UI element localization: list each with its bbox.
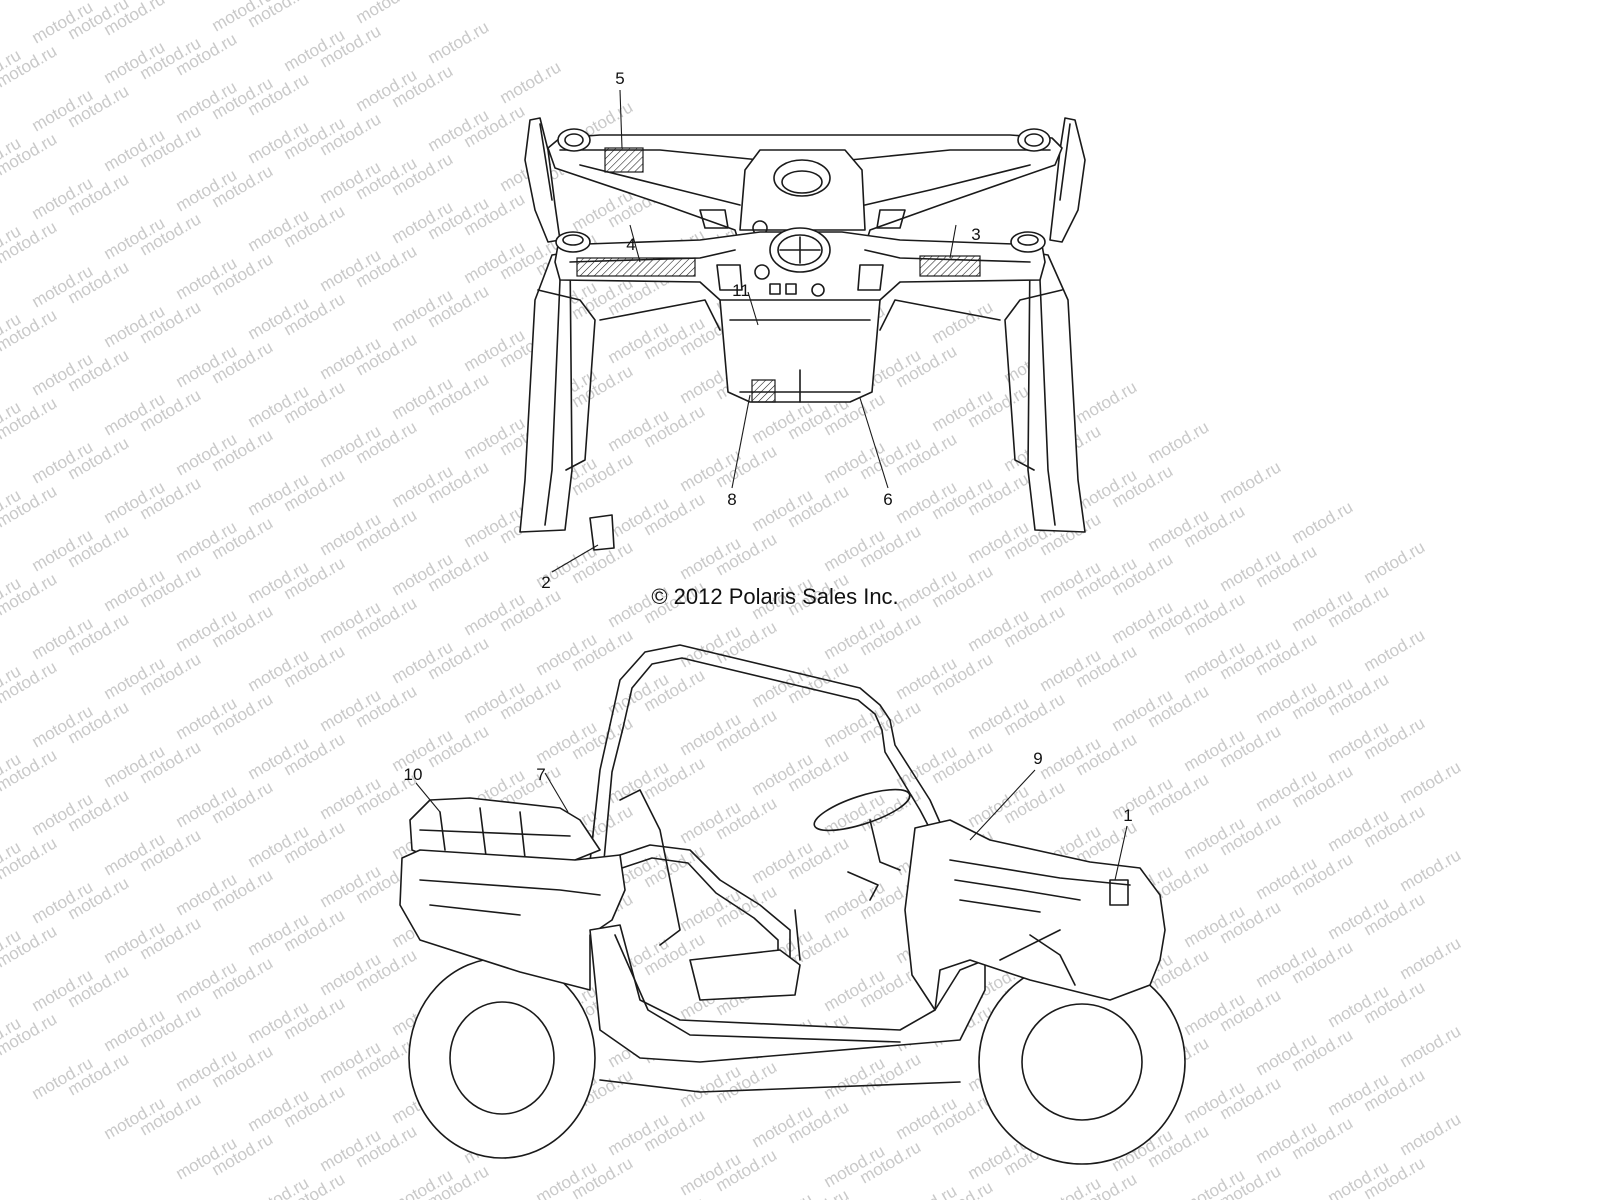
watermark-text: motod.ru	[1217, 457, 1285, 507]
watermark-text: motod.ru	[425, 17, 493, 67]
watermark-text: motod.ru	[1073, 377, 1141, 427]
callout-11: 11	[732, 281, 750, 300]
callout-7: 7	[536, 765, 545, 784]
leader-lines	[415, 89, 1128, 881]
callout-4: 4	[626, 235, 635, 254]
callout-1: 1	[1123, 806, 1132, 825]
watermark-text: motod.ru	[1397, 757, 1465, 807]
watermark-text: motod.ru	[0, 0, 60, 3]
watermark-text: motod.ru	[749, 1189, 817, 1200]
callout-6: 6	[883, 490, 892, 509]
watermark-text: motod.ru	[1397, 845, 1465, 895]
watermark-text: motod.ru	[1397, 933, 1465, 983]
watermark-text: motod.ru	[1361, 625, 1429, 675]
dash-front-view	[519, 227, 1086, 551]
callout-3: 3	[971, 225, 980, 244]
vehicle-side-view	[399, 644, 1186, 1165]
watermark-text: motod.ru	[1289, 497, 1357, 547]
watermark-text: motod.ru	[497, 57, 565, 107]
callout-2: 2	[541, 573, 550, 592]
watermark-text: motod.ru	[1397, 1109, 1465, 1159]
watermark-text: motod.ru	[353, 0, 421, 27]
copyright-notice: © 2012 Polaris Sales Inc.	[651, 584, 898, 609]
watermark-text: motod.ru	[1397, 1021, 1465, 1071]
callout-9: 9	[1033, 749, 1042, 768]
watermark-text: motod.ru	[641, 1193, 709, 1200]
dash-rear-view	[524, 117, 1086, 263]
callout-labels: 5 4 11 3 8 6 2 10 7 9 1	[404, 69, 1133, 825]
watermark-text: motod.ru	[893, 1181, 961, 1200]
watermark-text: motod.ru	[929, 297, 997, 347]
callout-10: 10	[404, 765, 423, 784]
callout-5: 5	[615, 69, 624, 88]
watermark-text: motod.ru	[1361, 537, 1429, 587]
callout-8: 8	[727, 490, 736, 509]
watermark-text: motod.ru	[1145, 417, 1213, 467]
